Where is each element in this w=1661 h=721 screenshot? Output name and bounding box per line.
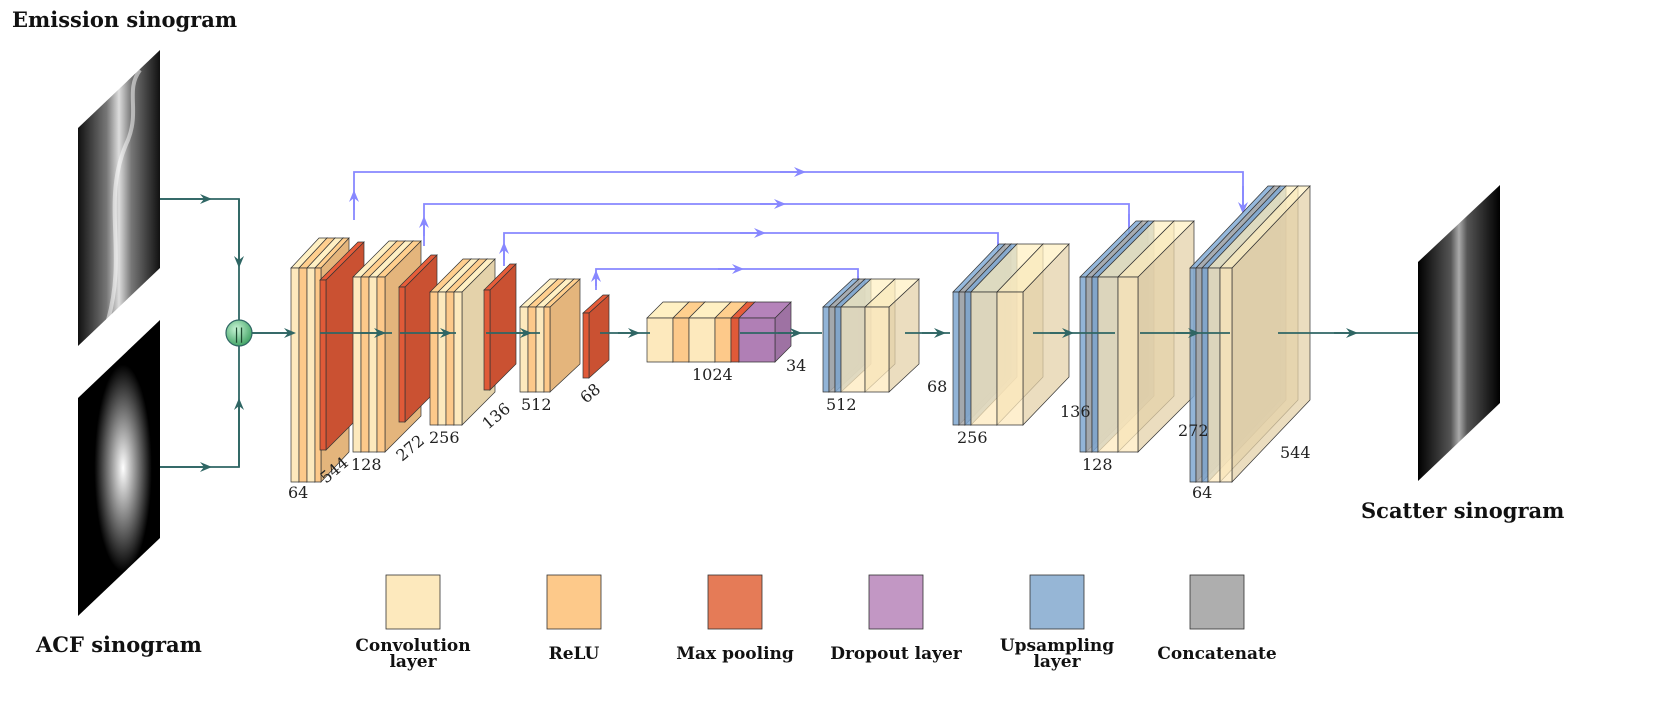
encoder-2-relu-2-front xyxy=(360,276,370,453)
bottleneck-relu-2-front xyxy=(672,317,690,363)
decoder-2-conv-5 xyxy=(996,243,1070,426)
decoder-1-upsampling-3-front xyxy=(834,306,842,393)
decoder-4-upsampling-1-front xyxy=(1189,267,1197,483)
decoder-1-upsampling-1-front xyxy=(822,306,830,393)
dim-d1-size: 68 xyxy=(927,377,947,396)
encoder-1-relu-4-front xyxy=(314,267,322,483)
legend-label-2: ReLU xyxy=(549,644,600,664)
decoder-3-conv-5 xyxy=(1117,220,1195,453)
encoder-4-maxpool-front xyxy=(582,312,590,379)
dim-bottleneck-channels: 1024 xyxy=(692,365,733,384)
encoder-1-conv-3-front xyxy=(306,267,316,483)
encoder-1-maxpool-front xyxy=(319,279,327,451)
decoder-3-upsampling-3-front xyxy=(1091,276,1099,453)
decoder-2-conv-5-front xyxy=(996,291,1024,426)
dim-e3-size: 136 xyxy=(478,399,514,433)
encoder-3-maxpool-front xyxy=(483,289,491,391)
dim-d3-channels: 128 xyxy=(1082,455,1113,474)
legend-swatch-1 xyxy=(385,574,441,630)
legend-swatch-5 xyxy=(1029,574,1085,630)
encoder-4-conv-3-front xyxy=(535,306,545,393)
encoder-3-maxpool xyxy=(483,263,517,391)
legend-swatch-2 xyxy=(546,574,602,630)
dim-d1-channels: 512 xyxy=(826,395,857,414)
dim-e3-channels: 256 xyxy=(429,428,460,447)
legend-label-5: Upsampling xyxy=(1000,636,1114,656)
decoder-3-conv-5-front xyxy=(1117,276,1139,453)
dim-e1-channels: 64 xyxy=(288,483,308,502)
emission-sinogram-title: Emission sinogram xyxy=(12,7,237,32)
bottleneck-maxpool-front xyxy=(730,317,740,363)
decoder-4-upsampling-3-front xyxy=(1201,267,1209,483)
decoder-4-conv-5-front xyxy=(1219,267,1233,483)
dim-d3-size: 272 xyxy=(1178,421,1209,440)
encoder-3-relu-1-front xyxy=(429,291,439,426)
encoder-4-relu-4 xyxy=(543,278,581,393)
dim-d4-size: 544 xyxy=(1280,443,1311,462)
bottleneck-conv-1-front xyxy=(646,317,674,363)
encoder-2-conv-1-front xyxy=(352,276,362,453)
dim-d2-size: 136 xyxy=(1060,402,1091,421)
encoder-2-maxpool xyxy=(398,254,438,423)
encoder-1-relu-2-front xyxy=(298,267,308,483)
legend-swatch-4 xyxy=(868,574,924,630)
dim-e4-size: 68 xyxy=(576,379,604,407)
encoder-4-maxpool xyxy=(582,294,610,379)
decoder-1-concatenate-2-front xyxy=(828,306,836,393)
legend-label-1-line2: layer xyxy=(389,652,437,672)
bottleneck-conv-3-front xyxy=(688,317,716,363)
encoder-3-conv-4-front xyxy=(453,291,463,426)
decoder-4-conv-4-front xyxy=(1207,267,1221,483)
encoder-3-relu-3-front xyxy=(445,291,455,426)
dim-e2-channels: 128 xyxy=(351,455,382,474)
encoder-4-relu-4-front xyxy=(543,306,551,393)
acf-sinogram-title: ACF sinogram xyxy=(35,632,202,657)
legend-label-5-line2: layer xyxy=(1033,652,1081,672)
encoder-2-conv-3-front xyxy=(368,276,378,453)
concat-node-symbol: || xyxy=(234,325,244,343)
acf-sinogram-image xyxy=(78,320,160,616)
legend-swatch-3 xyxy=(707,574,763,630)
decoder-3-conv-4-front xyxy=(1097,276,1119,453)
encoder-4-conv-1-front xyxy=(519,306,529,393)
scatter-sinogram-image xyxy=(1418,185,1500,481)
bottleneck-dropout xyxy=(738,301,792,363)
decoder-3-upsampling-1-front xyxy=(1079,276,1087,453)
emission-sinogram-image xyxy=(78,50,160,346)
scatter-sinogram-title: Scatter sinogram xyxy=(1361,498,1564,523)
decoder-1-conv-4-front xyxy=(840,306,866,393)
legend-swatch-6 xyxy=(1189,574,1245,630)
dim-d2-channels: 256 xyxy=(957,428,988,447)
bottleneck-dropout-front xyxy=(738,317,776,363)
decoder-4-conv-5 xyxy=(1219,185,1311,483)
decoder-2-conv-4-front xyxy=(970,291,998,426)
decoder-1-conv-5-front xyxy=(864,306,890,393)
input-flow-arrows xyxy=(160,194,244,472)
decoder-4-concatenate-2-front xyxy=(1195,267,1203,483)
decoder-3-concatenate-2-front xyxy=(1085,276,1093,453)
dim-bottleneck-size: 34 xyxy=(786,356,806,375)
encoder-2-relu-4-front xyxy=(376,276,386,453)
decoder-2-upsampling-1-front xyxy=(952,291,960,426)
network-layers xyxy=(290,185,1311,483)
legend-label-3: Max pooling xyxy=(676,644,794,664)
encoder-3-conv-2-front xyxy=(437,291,447,426)
legend-label-1: Convolution xyxy=(355,636,470,656)
legend-label-4: Dropout layer xyxy=(830,644,963,664)
decoder-2-concatenate-2-front xyxy=(958,291,966,426)
decoder-1-conv-5 xyxy=(864,278,920,393)
decoder-2-upsampling-3-front xyxy=(964,291,972,426)
dim-e4-channels: 512 xyxy=(521,395,552,414)
encoder-2-maxpool-front xyxy=(398,286,406,423)
encoder-1-conv-1-front xyxy=(290,267,300,483)
bottleneck-relu-4-front xyxy=(714,317,732,363)
legend-label-6: Concatenate xyxy=(1157,644,1276,664)
dim-d4-channels: 64 xyxy=(1192,483,1212,502)
encoder-4-relu-2-front xyxy=(527,306,537,393)
